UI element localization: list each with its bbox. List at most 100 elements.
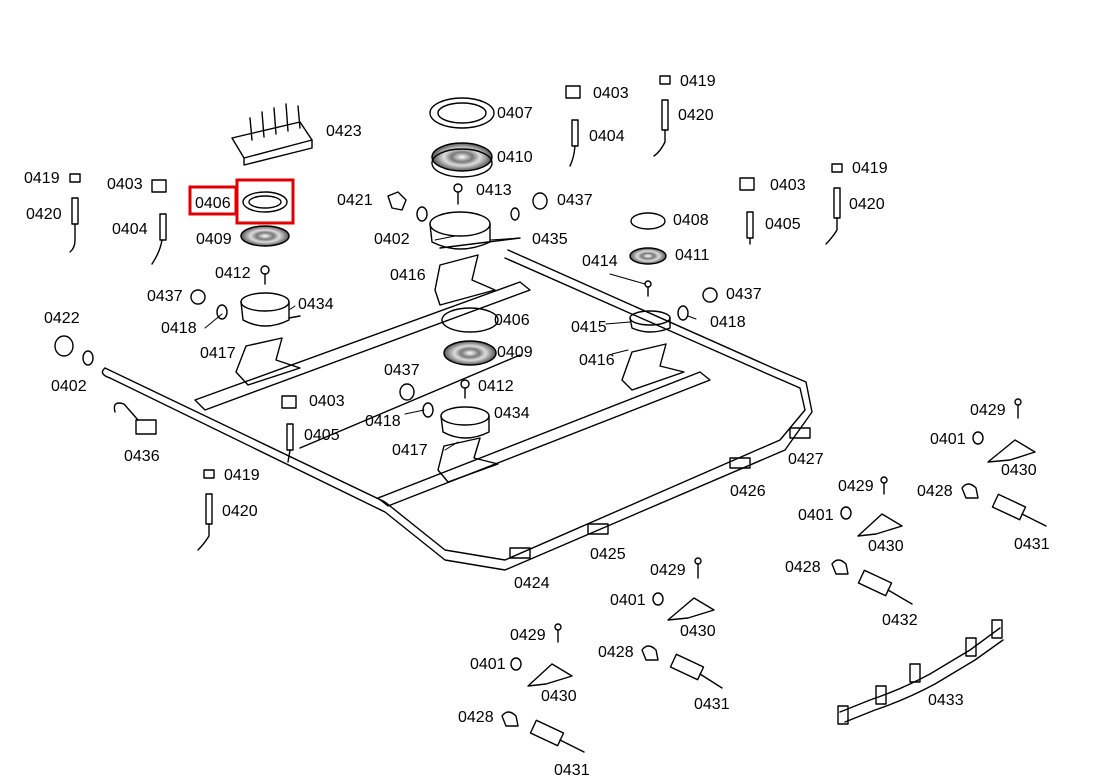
label-0429-c[interactable]: 0429 — [650, 562, 686, 579]
label-0430-b[interactable]: 0430 — [868, 538, 904, 555]
label-0430-d[interactable]: 0430 — [541, 688, 577, 705]
label-0431-a[interactable]: 0431 — [1014, 536, 1050, 553]
label-0430-a[interactable]: 0430 — [1001, 462, 1037, 479]
label-0414[interactable]: 0414 — [582, 253, 618, 270]
label-0428-b[interactable]: 0428 — [785, 559, 821, 576]
electrode-0404b[interactable] — [569, 119, 579, 167]
screw-0413[interactable] — [453, 183, 463, 205]
ring-0401c[interactable] — [652, 592, 664, 606]
label-0419-b[interactable]: 0419 — [852, 160, 888, 177]
ring-0418b[interactable] — [677, 305, 689, 321]
label-0421[interactable]: 0421 — [337, 192, 373, 209]
ignition-harness-0433[interactable] — [837, 619, 1004, 725]
electrode-0405b[interactable] — [286, 423, 294, 463]
support-0416a[interactable] — [434, 254, 496, 306]
support-0417a[interactable] — [235, 337, 301, 386]
thermocouple-0420d[interactable] — [197, 493, 213, 551]
screw-0429c[interactable] — [694, 557, 702, 579]
clamp-0428b[interactable] — [831, 559, 849, 575]
label-0405-a[interactable]: 0405 — [765, 216, 801, 233]
clip-0430d[interactable] — [527, 663, 573, 687]
burner-head-0409a[interactable] — [240, 225, 290, 247]
electrode-0405a[interactable] — [746, 211, 754, 245]
nut-0437c[interactable] — [702, 287, 718, 303]
clamp-0428a[interactable] — [961, 483, 979, 499]
label-0406-highlighted[interactable]: 0406 — [195, 195, 231, 212]
screw-0414[interactable] — [644, 280, 652, 297]
screw-0412b[interactable] — [460, 379, 470, 399]
valve-0431c[interactable] — [529, 719, 585, 753]
label-0403-a[interactable]: 0403 — [593, 85, 629, 102]
ring-0418a[interactable] — [216, 304, 228, 320]
label-0424[interactable]: 0424 — [514, 575, 550, 592]
label-0437-c[interactable]: 0437 — [726, 286, 762, 303]
label-0425[interactable]: 0425 — [590, 546, 626, 563]
cap-0419d[interactable] — [203, 469, 215, 479]
ring-0401a[interactable] — [972, 431, 984, 445]
label-0418-c[interactable]: 0418 — [365, 413, 401, 430]
label-0418-b[interactable]: 0418 — [710, 314, 746, 331]
nozzle-0427[interactable] — [789, 427, 811, 439]
label-0422[interactable]: 0422 — [44, 310, 80, 327]
nut-0403c[interactable] — [739, 177, 755, 191]
clamp-0428c[interactable] — [641, 645, 659, 661]
label-0409-b[interactable]: 0409 — [497, 344, 533, 361]
nut-0437a[interactable] — [532, 192, 548, 210]
cap-0419a[interactable] — [69, 173, 81, 183]
clip-0430c[interactable] — [667, 597, 715, 621]
burner-body-0415[interactable] — [629, 310, 671, 333]
ignition-module-0423[interactable] — [231, 103, 313, 166]
electrode-0404a[interactable] — [151, 213, 167, 265]
label-0420-b[interactable]: 0420 — [849, 196, 885, 213]
nut-0403b[interactable] — [565, 85, 581, 99]
label-0410[interactable]: 0410 — [497, 149, 533, 166]
burner-head-0409b[interactable] — [443, 340, 497, 366]
label-0401-d[interactable]: 0401 — [470, 656, 506, 673]
label-0409-a[interactable]: 0409 — [196, 231, 232, 248]
label-0418-a[interactable]: 0418 — [161, 320, 197, 337]
nut-0403d[interactable] — [281, 395, 297, 409]
label-0433[interactable]: 0433 — [928, 692, 964, 709]
ring-0401b[interactable] — [840, 506, 852, 520]
label-0402-a[interactable]: 0402 — [374, 231, 410, 248]
label-0434-a[interactable]: 0434 — [298, 296, 334, 313]
label-0415[interactable]: 0415 — [571, 319, 607, 336]
label-0428-d[interactable]: 0428 — [458, 709, 494, 726]
label-0412-a[interactable]: 0412 — [215, 265, 251, 282]
ring-0402b[interactable] — [82, 350, 94, 366]
nut-0403a[interactable] — [151, 179, 167, 193]
label-0406-b[interactable]: 0406 — [494, 312, 530, 329]
burner-body-0434b[interactable] — [440, 406, 490, 439]
burner-head-0411[interactable] — [629, 247, 667, 265]
label-0428-a[interactable]: 0428 — [917, 483, 953, 500]
clamp-0428d[interactable] — [501, 711, 519, 727]
cap-0419b[interactable] — [659, 75, 671, 85]
label-0404-a[interactable]: 0404 — [589, 128, 625, 145]
burner-cap-0406a[interactable] — [242, 191, 288, 213]
thermocouple-0420c[interactable] — [825, 187, 841, 245]
valve-0431b[interactable] — [669, 653, 723, 689]
label-0408[interactable]: 0408 — [673, 212, 709, 229]
thermocouple-0420a[interactable] — [69, 197, 79, 253]
label-0412-b[interactable]: 0412 — [478, 378, 514, 395]
ring-0402a[interactable] — [416, 206, 428, 222]
valve-0432[interactable] — [857, 569, 913, 605]
screw-0412a[interactable] — [260, 265, 270, 285]
label-0428-c[interactable]: 0428 — [598, 644, 634, 661]
label-0420-c[interactable]: 0420 — [26, 206, 62, 223]
nozzle-0424[interactable] — [509, 547, 531, 559]
nozzle-0426[interactable] — [729, 457, 751, 469]
label-0430-c[interactable]: 0430 — [680, 623, 716, 640]
label-0434-b[interactable]: 0434 — [494, 405, 530, 422]
burner-cap-0406b[interactable] — [441, 307, 499, 333]
label-0419-a[interactable]: 0419 — [680, 73, 716, 90]
label-0427[interactable]: 0427 — [788, 451, 824, 468]
label-0413[interactable]: 0413 — [476, 182, 512, 199]
burner-head-0410[interactable] — [431, 142, 493, 178]
label-0419-c[interactable]: 0419 — [24, 170, 60, 187]
clip-0430b[interactable] — [857, 513, 903, 537]
screw-0429a[interactable] — [1014, 398, 1022, 419]
label-0401-c[interactable]: 0401 — [610, 592, 646, 609]
screw-0429b[interactable] — [880, 476, 888, 495]
label-0437-a[interactable]: 0437 — [557, 192, 593, 209]
